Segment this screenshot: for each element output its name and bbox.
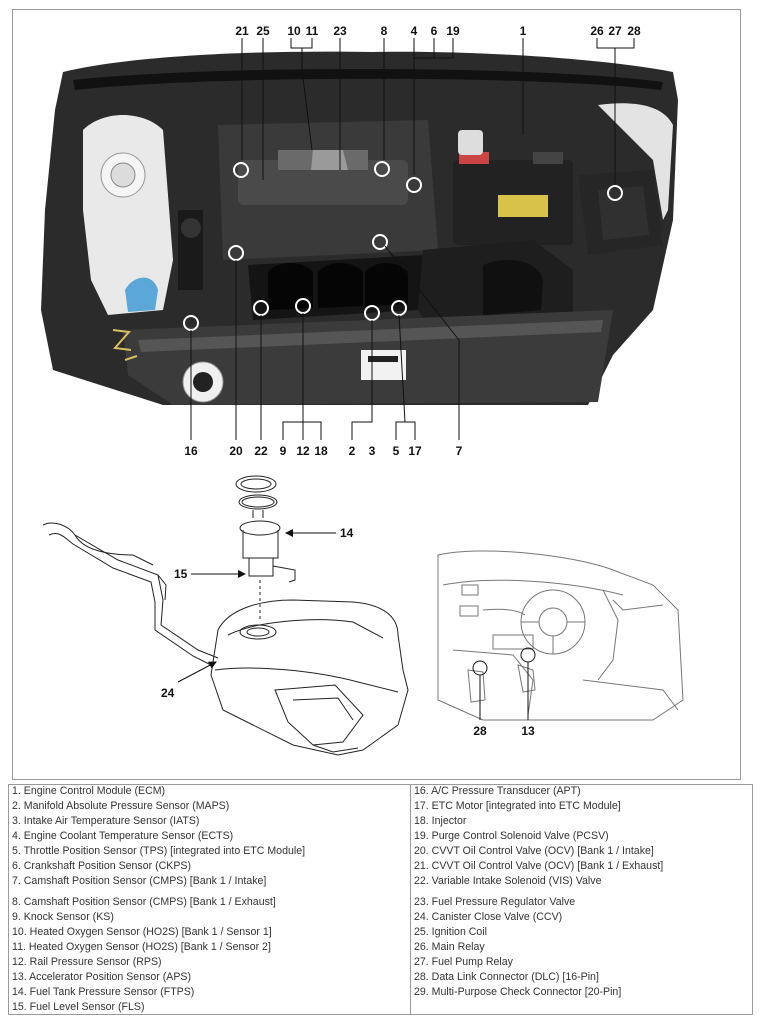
callout-7: 7 — [456, 444, 463, 458]
legend-item: 23. Fuel Pressure Regulator Valve — [414, 896, 576, 908]
callout-6: 6 — [431, 24, 438, 38]
fuel-tank-drawing — [42, 475, 409, 756]
legend-item: 16. A/C Pressure Transducer (APT) — [414, 785, 581, 797]
callout-13: 13 — [521, 724, 535, 738]
callout-21: 21 — [235, 24, 249, 38]
callout-28: 28 — [627, 24, 641, 38]
legend-item: 17. ETC Motor [integrated into ETC Modul… — [414, 800, 621, 812]
callout-17: 17 — [408, 444, 422, 458]
callout-9: 9 — [280, 444, 287, 458]
legend-item: 12. Rail Pressure Sensor (RPS) — [12, 956, 162, 968]
fuel-leader-lines — [177, 529, 336, 683]
legend-item: 18. Injector — [414, 815, 467, 827]
legend-item: 21. CVVT Oil Control Valve (OCV) [Bank 1… — [414, 860, 664, 872]
callout-2: 2 — [349, 444, 356, 458]
legend-item: 20. CVVT Oil Control Valve (OCV) [Bank 1… — [414, 845, 654, 857]
legend-item: 2. Manifold Absolute Pressure Sensor (MA… — [12, 800, 230, 812]
legend-item: 7. Camshaft Position Sensor (CMPS) [Bank… — [12, 875, 267, 887]
figure-svg: 21 25 10 11 23 8 4 6 19 1 26 27 28 16 20… — [41, 24, 684, 756]
callout-23: 23 — [333, 24, 347, 38]
legend-right-column: 16. A/C Pressure Transducer (APT) 17. ET… — [411, 785, 752, 1014]
callout-3: 3 — [369, 444, 376, 458]
callout-8: 8 — [381, 24, 388, 38]
callout-18: 18 — [314, 444, 328, 458]
legend-item: 22. Variable Intake Solenoid (VIS) Valve — [414, 875, 602, 887]
callout-26: 26 — [590, 24, 604, 38]
legend-item: 25. Ignition Coil — [414, 926, 488, 938]
legend-item: 28. Data Link Connector (DLC) [16-Pin] — [414, 971, 599, 983]
callout-5: 5 — [393, 444, 400, 458]
callout-11: 11 — [306, 24, 319, 38]
callout-27: 27 — [608, 24, 622, 38]
legend-item: 24. Canister Close Valve (CCV) — [414, 911, 563, 923]
legend-item: 14. Fuel Tank Pressure Sensor (FTPS) — [12, 986, 195, 998]
callout-24: 24 — [161, 686, 175, 700]
legend-item: 13. Accelerator Position Sensor (APS) — [12, 971, 192, 983]
legend-left-column: 1. Engine Control Module (ECM) 2. Manifo… — [9, 785, 411, 1014]
legend-item: 6. Crankshaft Position Sensor (CKPS) — [12, 860, 191, 872]
legend-item: 29. Multi-Purpose Check Connector [20-Pi… — [414, 986, 622, 998]
legend-item: 11. Heated Oxygen Sensor (HO2S) [Bank 1 … — [12, 941, 271, 953]
component-legend: 1. Engine Control Module (ECM) 2. Manifo… — [8, 784, 753, 1015]
legend-item: 9. Knock Sensor (KS) — [12, 911, 114, 923]
callout-1: 1 — [520, 24, 527, 38]
callout-19: 19 — [446, 24, 460, 38]
legend-item: 5. Throttle Position Sensor (TPS) [integ… — [12, 845, 306, 857]
callout-10: 10 — [287, 24, 301, 38]
callout-14: 14 — [340, 526, 354, 540]
component-location-figure: 21 25 10 11 23 8 4 6 19 1 26 27 28 16 20… — [12, 9, 741, 780]
legend-item: 15. Fuel Level Sensor (FLS) — [12, 1001, 145, 1013]
engine-leader-lines — [190, 38, 635, 440]
cabin-drawing — [437, 550, 684, 721]
engine-bay-photo — [41, 51, 678, 405]
legend-item: 10. Heated Oxygen Sensor (HO2S) [Bank 1 … — [12, 926, 272, 938]
legend-item: 4. Engine Coolant Temperature Sensor (EC… — [12, 830, 234, 842]
callout-22: 22 — [254, 444, 268, 458]
callout-12: 12 — [296, 444, 310, 458]
legend-item: 27. Fuel Pump Relay — [414, 956, 513, 968]
callout-25: 25 — [256, 24, 270, 38]
legend-item: 26. Main Relay — [414, 941, 485, 953]
callout-15: 15 — [174, 567, 188, 581]
callout-20: 20 — [229, 444, 243, 458]
cabin-leader-lines — [472, 647, 536, 720]
callout-4: 4 — [411, 24, 418, 38]
legend-item: 1. Engine Control Module (ECM) — [12, 785, 166, 797]
legend-item: 3. Intake Air Temperature Sensor (IATS) — [12, 815, 200, 827]
legend-item: 19. Purge Control Solenoid Valve (PCSV) — [414, 830, 609, 842]
callout-28-dlc: 28 — [473, 724, 487, 738]
legend-item: 8. Camshaft Position Sensor (CMPS) [Bank… — [12, 896, 276, 908]
callout-16: 16 — [184, 444, 198, 458]
